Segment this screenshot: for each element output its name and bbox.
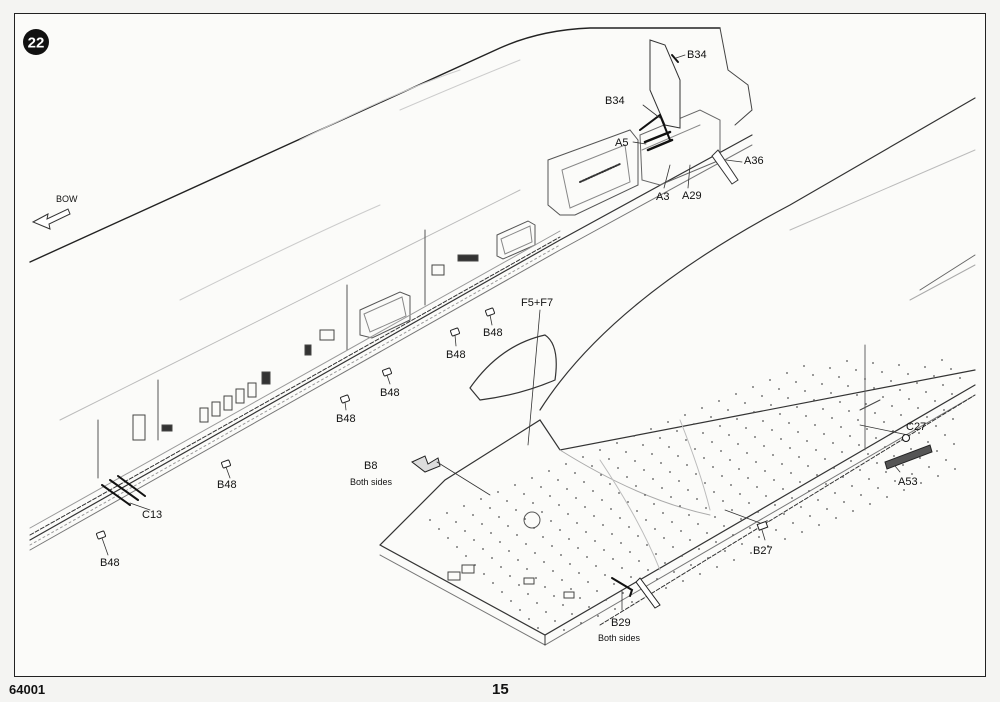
page-frame <box>14 13 986 677</box>
kit-number: 64001 <box>9 682 46 697</box>
callout-c27: C27 <box>906 421 926 433</box>
callout-b48-2: B48 <box>217 479 237 491</box>
rivet-pattern <box>429 359 961 631</box>
callout-b29-note: Both sides <box>598 633 641 643</box>
page-number: 15 <box>492 681 509 698</box>
part-b48-group <box>95 307 496 540</box>
part-b27 <box>756 520 769 531</box>
hull-outline <box>29 27 753 551</box>
part-a5 <box>643 130 674 152</box>
callout-b48-5: B48 <box>446 349 466 361</box>
callout-b48-1: B48 <box>100 557 120 569</box>
callout-a53: A53 <box>898 476 918 488</box>
bow-label: BOW <box>56 194 78 204</box>
callout-a5: A5 <box>615 137 628 149</box>
step-number: 22 <box>28 35 45 52</box>
callout-a36: A36 <box>744 155 764 167</box>
callout-b34-upper: B34 <box>687 49 707 61</box>
callout-c13: C13 <box>142 509 162 521</box>
part-b34-lower <box>639 113 671 141</box>
part-b34-upper <box>649 39 681 129</box>
part-a36 <box>711 149 739 185</box>
callout-b8: B8 <box>364 460 377 472</box>
leader-lines <box>101 54 909 611</box>
callout-b48-6: B48 <box>483 327 503 339</box>
part-b8 <box>411 455 441 473</box>
hull-openings <box>359 109 721 339</box>
callout-b34-lower: B34 <box>605 95 625 107</box>
part-b29 <box>611 577 661 609</box>
callout-b8-note: Both sides <box>350 477 393 487</box>
callout-b48-3: B48 <box>336 413 356 425</box>
sponson <box>379 97 976 646</box>
hull-details <box>132 254 479 441</box>
part-c27 <box>902 434 910 442</box>
hull-rail <box>29 230 561 536</box>
bow-arrow-icon <box>31 208 71 230</box>
part-a53 <box>884 444 933 470</box>
part-c13 <box>101 475 146 506</box>
callout-b29: B29 <box>611 617 631 629</box>
step-badge: 22 <box>23 29 49 55</box>
callout-a3: A3 <box>656 191 669 203</box>
hull-antennas <box>97 229 426 479</box>
callout-f5-f7: F5+F7 <box>521 297 553 309</box>
callout-b48-4: B48 <box>380 387 400 399</box>
callout-b27: B27 <box>753 545 773 557</box>
callout-a29: A29 <box>682 190 702 202</box>
